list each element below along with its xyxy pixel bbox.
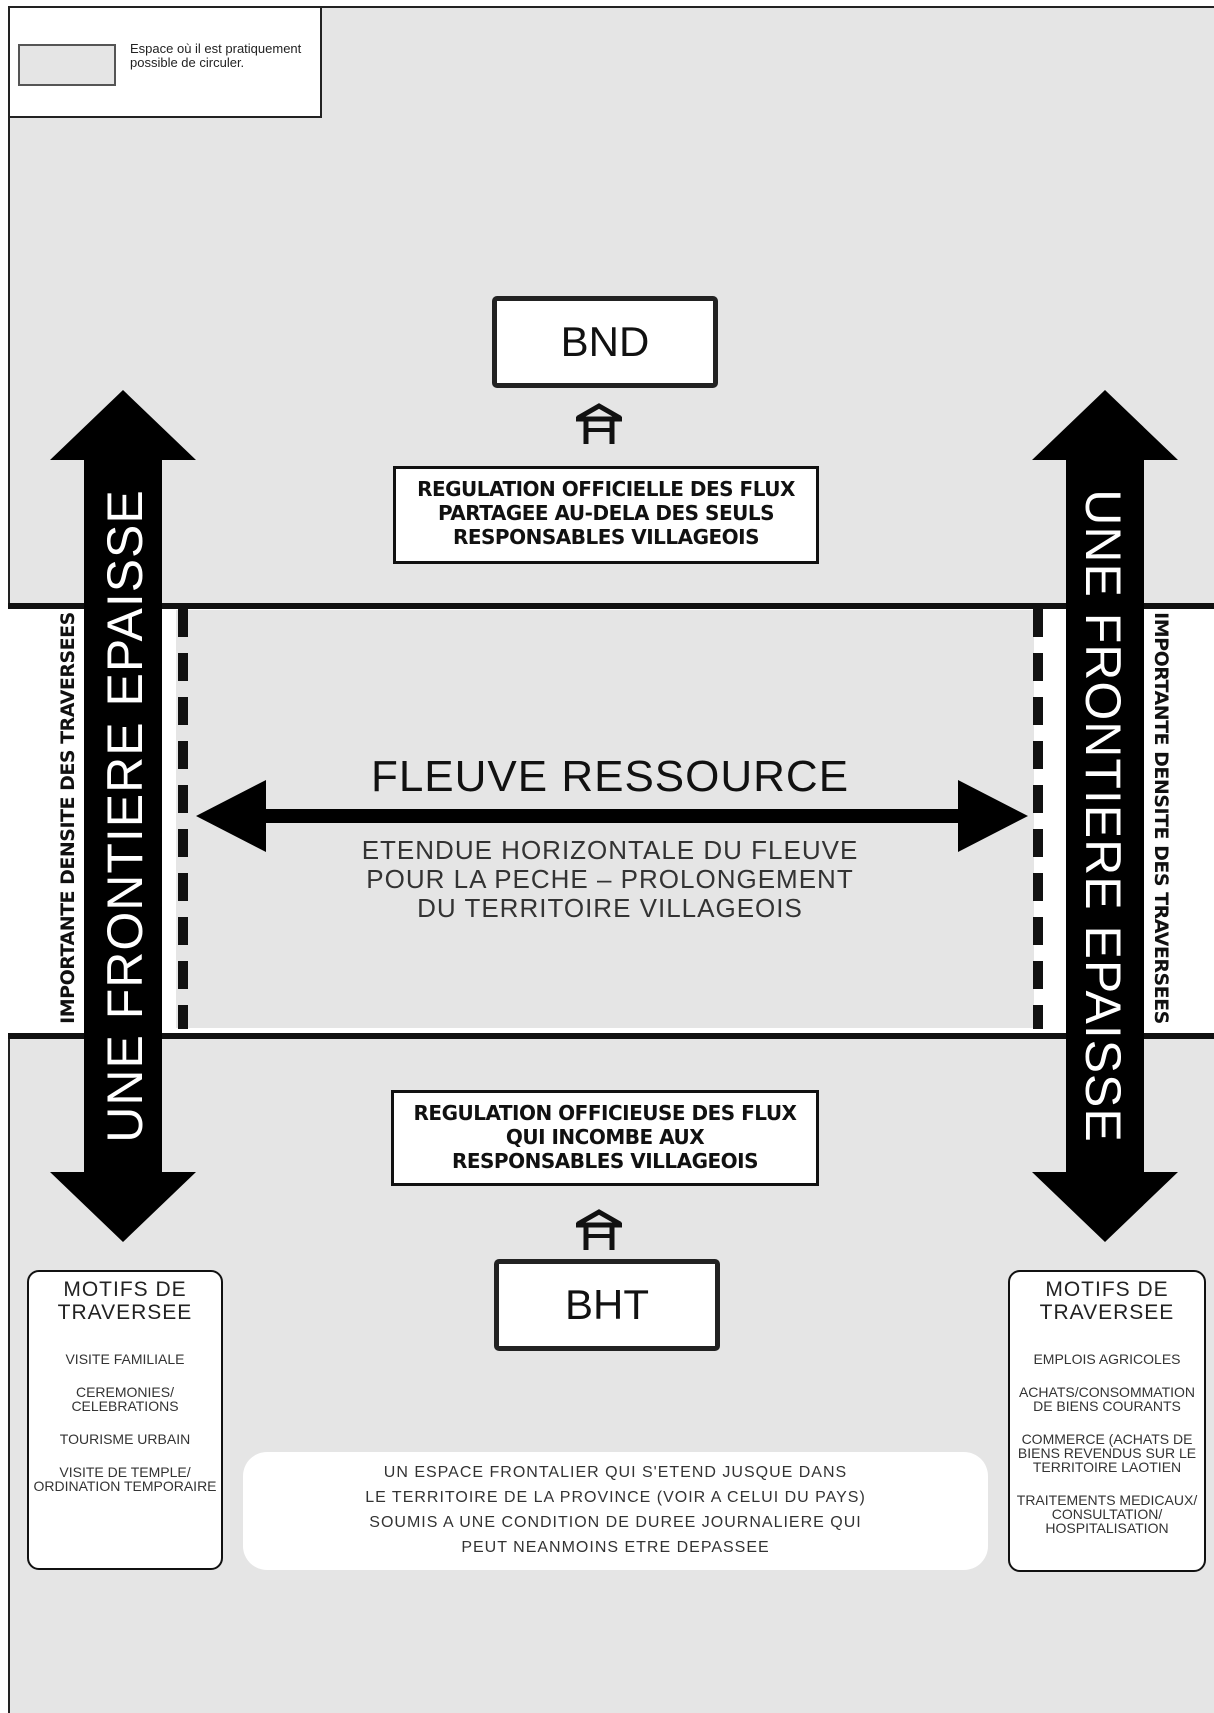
regulation-unofficial-line: QUI INCOMBE AUX bbox=[505, 1125, 705, 1149]
motives-title: MOTIFS DE TRAVERSEE bbox=[29, 1278, 221, 1324]
crossing-motives-right: MOTIFS DE TRAVERSEE EMPLOIS AGRICOLES AC… bbox=[1008, 1270, 1206, 1572]
post-bnd-label: BND bbox=[560, 318, 650, 365]
motives-title: MOTIFS DE TRAVERSEE bbox=[1010, 1278, 1204, 1324]
river-description-line: DU TERRITOIRE VILLAGEOIS bbox=[417, 893, 803, 923]
crossing-density-label-right: IMPORTANTE DENSITE DES TRAVERSEES bbox=[1150, 612, 1172, 1024]
list-item: TRAITEMENTS MEDICAUX/ CONSULTATION/ HOSP… bbox=[1016, 1492, 1198, 1536]
crossing-motives-left: MOTIFS DE TRAVERSEE VISITE FAMILIALE CER… bbox=[27, 1270, 223, 1570]
dashed-border-left bbox=[178, 609, 188, 1029]
border-space-note: UN ESPACE FRONTALIER QUI S'ETEND JUSQUE … bbox=[243, 1452, 988, 1570]
legend-swatch bbox=[18, 44, 116, 86]
regulation-official-box: REGULATION OFFICIELLE DES FLUX PARTAGEE … bbox=[393, 466, 819, 564]
frontier-label-left: UNE FRONTIERE EPAISSE bbox=[97, 489, 153, 1143]
regulation-official-line: PARTAGEE AU-DELA DES SEULS bbox=[437, 501, 775, 525]
post-bht: BHT bbox=[494, 1259, 720, 1351]
legend: Espace où il est pratiquement possible d… bbox=[8, 6, 322, 118]
frontier-arrow-right bbox=[1032, 390, 1178, 1242]
note-line: SOUMIS A UNE CONDITION DE DUREE JOURNALI… bbox=[369, 1514, 862, 1531]
list-item: VISITE FAMILIALE bbox=[65, 1351, 185, 1367]
list-item: ACHATS/CONSOMMATION DE BIENS COURANTS bbox=[1018, 1384, 1196, 1414]
river-arrow bbox=[196, 780, 1028, 852]
river-title: FLEUVE RESSOURCE bbox=[370, 752, 850, 801]
list-item: TOURISME URBAIN bbox=[59, 1431, 191, 1447]
note-line: UN ESPACE FRONTALIER QUI S'ETEND JUSQUE … bbox=[383, 1464, 848, 1481]
motives-title-line: MOTIFS DE bbox=[63, 1278, 187, 1301]
legend-text: Espace où il est pratiquement possible d… bbox=[130, 41, 302, 70]
river-description-line: ETENDUE HORIZONTALE DU FLEUVE bbox=[361, 835, 859, 865]
regulation-unofficial-line: RESPONSABLES VILLAGEOIS bbox=[451, 1149, 759, 1173]
river-description-line: POUR LA PECHE – PROLONGEMENT bbox=[366, 864, 854, 894]
border-post-icon bbox=[576, 403, 622, 444]
regulation-official-line: REGULATION OFFICIELLE DES FLUX bbox=[417, 477, 795, 501]
frontier-arrow-left bbox=[50, 390, 196, 1242]
motives-list: VISITE FAMILIALE CEREMONIES/ CELEBRATION… bbox=[29, 1352, 221, 1493]
list-item: COMMERCE (ACHATS DE BIENS REVENDUS SUR L… bbox=[1017, 1431, 1197, 1475]
list-item: EMPLOIS AGRICOLES bbox=[1033, 1351, 1181, 1367]
crossing-density-label-left: IMPORTANTE DENSITE DES TRAVERSEES bbox=[57, 612, 79, 1024]
regulation-unofficial-line: REGULATION OFFICIEUSE DES FLUX bbox=[413, 1101, 797, 1125]
river-bank-north bbox=[8, 603, 1214, 609]
frontier-label-right: UNE FRONTIERE EPAISSE bbox=[1075, 489, 1131, 1143]
river-bank-south bbox=[8, 1033, 1214, 1039]
post-bnd: BND bbox=[492, 296, 718, 388]
motives-title-line: MOTIFS DE bbox=[1045, 1278, 1169, 1301]
list-item: CEREMONIES/ CELEBRATIONS bbox=[71, 1384, 179, 1414]
note-line: PEUT NEANMOINS ETRE DEPASSEE bbox=[461, 1539, 770, 1556]
regulation-official-line: RESPONSABLES VILLAGEOIS bbox=[452, 525, 760, 549]
post-bht-label: BHT bbox=[565, 1281, 649, 1328]
motives-list: EMPLOIS AGRICOLES ACHATS/CONSOMMATION DE… bbox=[1010, 1352, 1204, 1535]
motives-title-line: TRAVERSEE bbox=[57, 1301, 193, 1324]
list-item: VISITE DE TEMPLE/ ORDINATION TEMPORAIRE bbox=[33, 1464, 217, 1494]
border-post-icon bbox=[576, 1209, 622, 1250]
note-line: LE TERRITOIRE DE LA PROVINCE (VOIR A CEL… bbox=[365, 1489, 866, 1506]
motives-title-line: TRAVERSEE bbox=[1039, 1301, 1175, 1324]
dashed-border-right bbox=[1033, 609, 1043, 1029]
river-description: ETENDUE HORIZONTALE DU FLEUVE POUR LA PE… bbox=[300, 836, 920, 923]
regulation-unofficial-box: REGULATION OFFICIEUSE DES FLUX QUI INCOM… bbox=[391, 1090, 819, 1186]
